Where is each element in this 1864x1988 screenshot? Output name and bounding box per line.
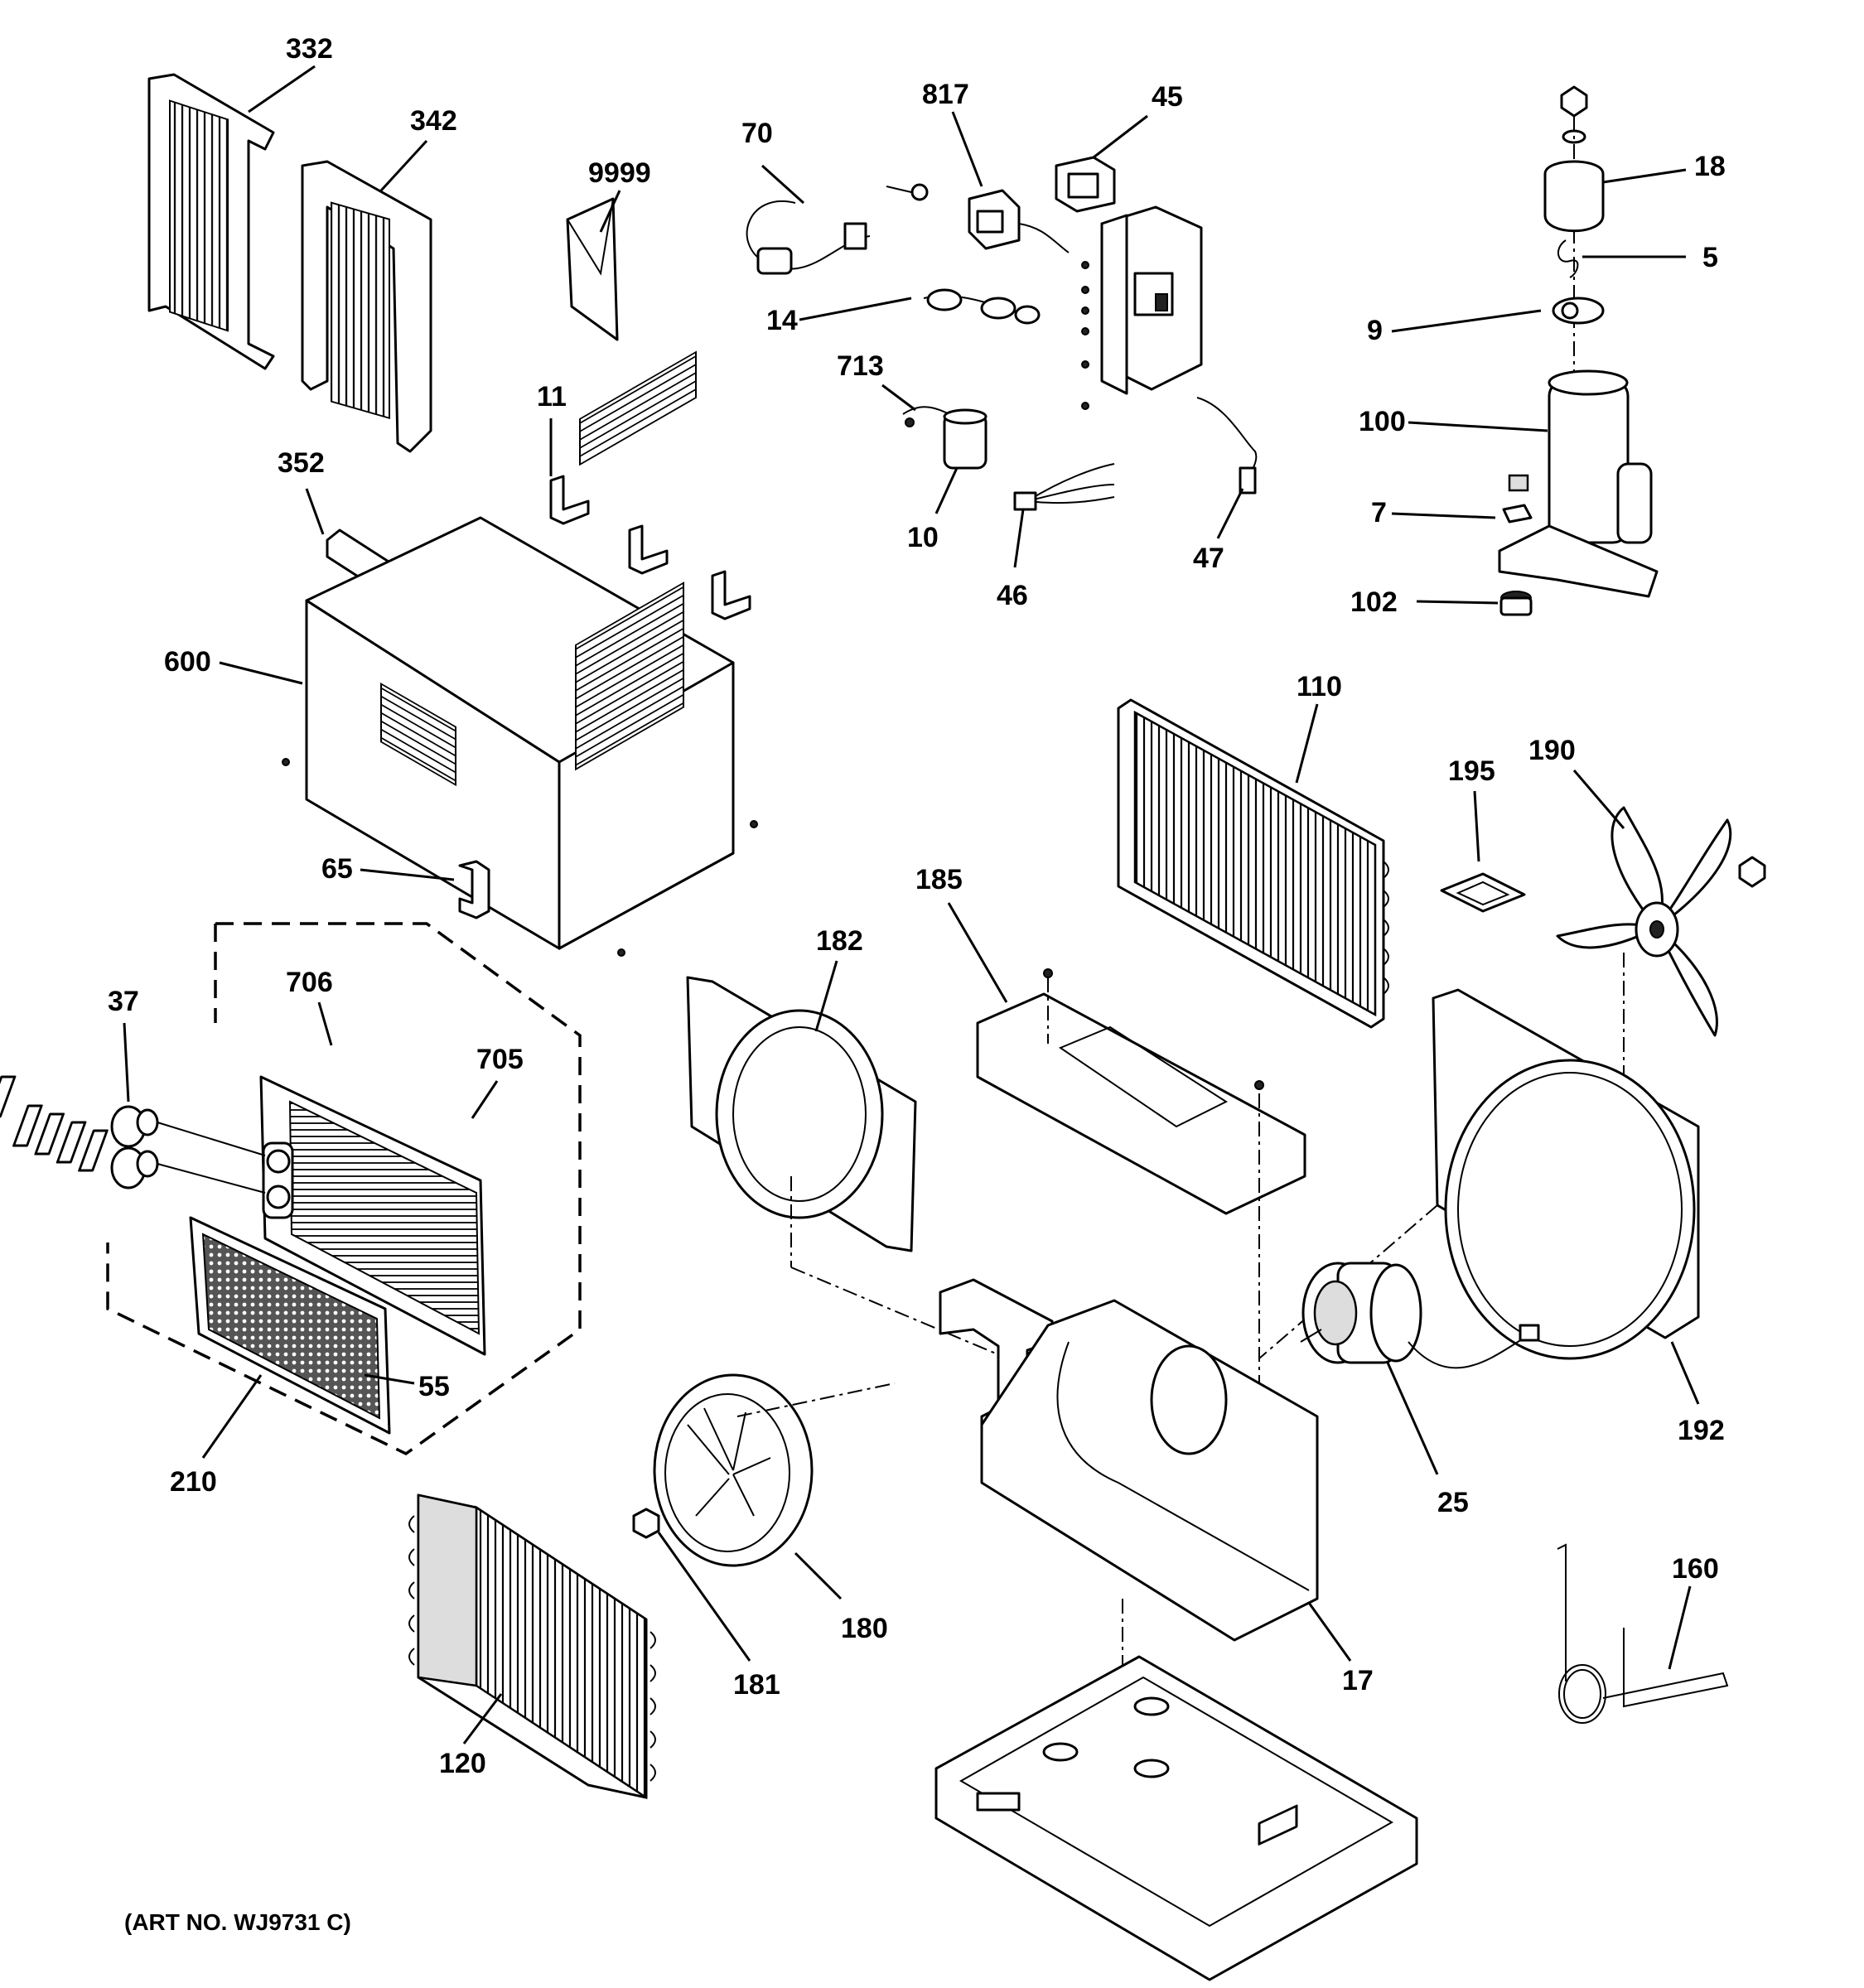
louvers-705	[12, 1104, 109, 1172]
callout-120: 120	[439, 1748, 486, 1779]
callout-817: 817	[922, 79, 969, 110]
callout-210: 210	[170, 1466, 217, 1498]
callout-14: 14	[766, 305, 798, 336]
callout-47: 47	[1193, 543, 1224, 574]
scroll-housing-17	[939, 1278, 1319, 1723]
callout-55: 55	[418, 1371, 450, 1402]
callout-332: 332	[286, 33, 333, 65]
window-side-panel-332	[147, 73, 275, 370]
knobs-37	[110, 1105, 266, 1194]
callout-180: 180	[841, 1613, 888, 1644]
callout-185: 185	[915, 864, 963, 895]
callout-195: 195	[1448, 755, 1495, 787]
callout-9: 9	[1367, 315, 1383, 346]
art-number: (ART NO. WJ9731 C)	[124, 1909, 351, 1935]
fan-motor-25	[1300, 1262, 1540, 1369]
callout-102: 102	[1350, 586, 1398, 618]
callout-18: 18	[1694, 151, 1726, 182]
compressor-assembly	[1498, 85, 1659, 616]
callout-65: 65	[321, 853, 353, 885]
evaporator-coil-120	[408, 1493, 656, 1800]
callout-190: 190	[1528, 735, 1576, 766]
callout-7: 7	[1371, 497, 1387, 528]
condenser-coil-110	[1117, 698, 1389, 1029]
relay-817	[968, 189, 1070, 253]
callout-342: 342	[410, 105, 457, 137]
callout-713: 713	[837, 350, 884, 382]
capacitor-10	[902, 406, 988, 470]
capillary-tube-160	[1557, 1543, 1729, 1724]
blower-wheel-180	[653, 1373, 896, 1567]
bracket-65	[458, 860, 490, 919]
callout-181: 181	[733, 1669, 780, 1701]
callout-352: 352	[278, 447, 325, 479]
callout-10: 10	[907, 522, 939, 553]
callout-37: 37	[108, 986, 139, 1017]
callout-706: 706	[286, 967, 333, 998]
cabinet-600	[282, 350, 758, 957]
control-box	[1081, 205, 1203, 410]
base-pan	[934, 1655, 1418, 1981]
front-grille-panel	[259, 1075, 486, 1356]
callout-labels: 332 342 9999 70 817 45 18 5 9 100 7 102 …	[108, 33, 1726, 1935]
callout-70: 70	[741, 118, 773, 149]
window-side-panel-342	[301, 160, 432, 453]
callout-100: 100	[1359, 406, 1406, 437]
wire-harness-46	[1013, 463, 1115, 511]
callout-5: 5	[1702, 242, 1718, 273]
callout-46: 46	[997, 580, 1028, 611]
callout-192: 192	[1678, 1415, 1725, 1446]
callout-182: 182	[816, 925, 863, 957]
bracket-195	[1440, 872, 1526, 913]
callout-45: 45	[1152, 81, 1183, 113]
orifice-panel-182	[686, 976, 1186, 1434]
callout-705: 705	[476, 1044, 524, 1075]
air-filter-55	[189, 1216, 391, 1435]
callout-9999: 9999	[588, 157, 651, 189]
callout-25: 25	[1437, 1487, 1469, 1518]
callout-17: 17	[1342, 1665, 1374, 1696]
blower-nut-181	[632, 1508, 660, 1539]
switch-45	[1055, 156, 1116, 213]
callout-160: 160	[1672, 1553, 1719, 1585]
wire-harness-14	[923, 288, 1041, 325]
leader-lines	[123, 65, 1700, 1744]
power-cord-70	[746, 183, 929, 275]
callout-110: 110	[1297, 671, 1342, 702]
brackets-11	[549, 475, 751, 620]
owner-manual-envelope-9999	[566, 197, 619, 341]
callout-11: 11	[537, 381, 567, 413]
front-grille-group-210	[106, 922, 582, 1456]
condenser-fan-190	[1556, 806, 1766, 1077]
callout-600: 600	[164, 646, 211, 678]
thermistor-47	[1196, 397, 1258, 495]
louvers-706	[0, 1075, 17, 1118]
